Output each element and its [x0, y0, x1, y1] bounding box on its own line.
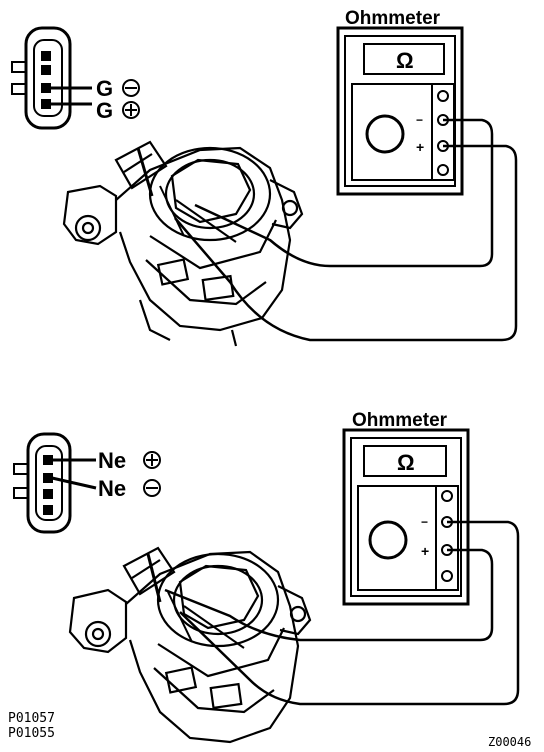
figure-code: Z00046 — [488, 735, 531, 749]
ohm-display: Ω — [396, 48, 414, 73]
dial-knob — [368, 520, 408, 560]
minus-terminal-mark: − — [421, 515, 428, 529]
ohmmeter-bottom: Ohmmeter Ω − + — [342, 410, 470, 606]
jack — [437, 90, 449, 102]
connector-bottom — [13, 432, 97, 534]
test-lead-plus — [174, 144, 518, 342]
test-lead-plus — [164, 548, 494, 642]
pin-label-g-2: G — [96, 98, 113, 123]
part-code-2: P01055 — [8, 726, 55, 741]
minus-icon — [143, 479, 161, 497]
minus-terminal-mark: − — [416, 113, 423, 127]
dial-knob — [365, 114, 405, 154]
ohmmeter-title: Ohmmeter — [345, 8, 441, 29]
distributor-bottom — [68, 546, 312, 744]
top-panel: G G Ohmmeter Ω − + — [11, 8, 518, 347]
plus-icon — [143, 451, 161, 469]
ohmmeter-top: Ohmmeter Ω − + — [336, 8, 464, 196]
plus-icon — [122, 101, 140, 119]
ohm-display: Ω — [397, 450, 415, 475]
jack — [441, 570, 453, 582]
test-lead-minus — [194, 118, 494, 268]
connector-top — [11, 26, 92, 130]
jack — [437, 164, 449, 176]
ohmmeter-title: Ohmmeter — [352, 410, 448, 431]
part-code-1: P01057 — [8, 711, 55, 726]
pin-label-ne-1: Ne — [98, 448, 126, 473]
pin-label-g-1: G — [96, 76, 113, 101]
test-lead-minus — [179, 520, 520, 706]
plus-terminal-mark: + — [421, 543, 429, 559]
bottom-panel: Ne Ne Ohmmeter Ω − + — [13, 410, 520, 744]
pin-label-ne-2: Ne — [98, 476, 126, 501]
jack — [441, 490, 453, 502]
minus-icon — [122, 79, 140, 97]
distributor-top — [62, 140, 304, 347]
plus-terminal-mark: + — [416, 139, 424, 155]
